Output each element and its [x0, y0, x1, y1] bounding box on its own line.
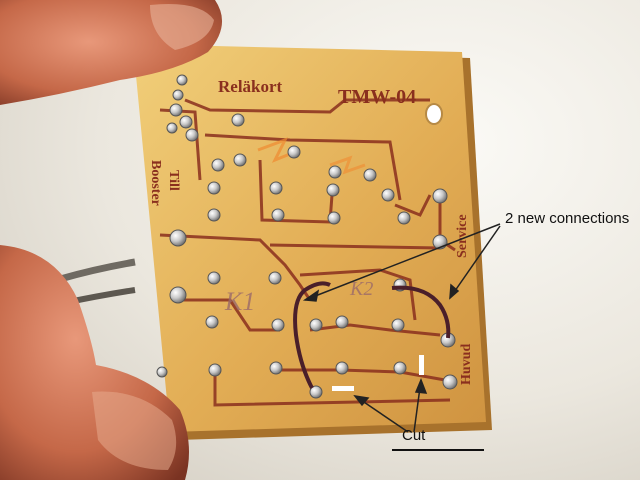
new-wire-2 [391, 285, 451, 339]
silk-till: Till [166, 170, 181, 191]
annotation-cut: Cut [402, 427, 426, 444]
new-wire-1 [293, 281, 331, 389]
mounting-hole [425, 103, 443, 125]
cut-underline [392, 449, 484, 451]
thumb-nail [92, 391, 177, 470]
board-title-text: Reläkort [218, 77, 283, 96]
relay-k1-mark: K1 [224, 287, 255, 316]
silk-service: Service [455, 214, 470, 258]
board-model-text: TMW-04 [338, 86, 416, 108]
arrow-new-connections-1 [304, 223, 501, 301]
finger-nail [150, 4, 214, 50]
pcb-board [133, 44, 486, 432]
relay-k2-mark: K2 [349, 278, 373, 300]
marker-scribble [257, 137, 301, 163]
solder-pads [156, 74, 458, 399]
arrow-new-connections-2 [449, 225, 501, 299]
marker-scribble [329, 155, 366, 175]
silk-huvud: Huvud [459, 344, 474, 385]
silk-booster: Booster [148, 160, 163, 206]
cut-mark [419, 355, 424, 375]
cut-mark [332, 386, 354, 391]
annotation-new-connections: 2 new connections [505, 210, 630, 227]
